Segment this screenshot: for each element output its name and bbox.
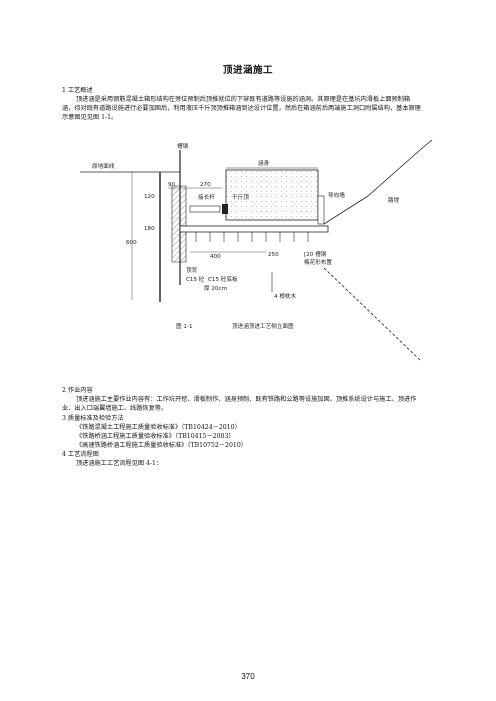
label-jack: 千斤顶 (232, 193, 249, 201)
section-4-paragraph: 顶进涵施工工艺流程见图 4-1： (76, 460, 163, 467)
road-embankment (323, 139, 433, 225)
section-2-heading: 2 作业内容 (62, 387, 93, 394)
back-thrust-block (171, 185, 187, 263)
standard-item: 《高速铁路桥涵工程施工质量验收标准》（TB10752－2010） (76, 442, 247, 449)
label-guide-wall: 导向墙 (328, 191, 345, 199)
caption-number: 图 1-1 (176, 322, 193, 330)
standard-item: 《铁路桥涵工程施工质量验收标准》（TB10415－2003） (76, 433, 235, 440)
label-channel-steel: 槽钢 (177, 142, 189, 150)
slope-line (323, 267, 421, 361)
extension-rod (189, 205, 221, 213)
label-road-embankment: 路堤 (388, 196, 400, 204)
dim-600: 600 (126, 240, 137, 246)
section-4-heading: 4 工艺流程图 (62, 451, 99, 458)
label-back-thrust: 顶背 (186, 266, 198, 274)
guide-wall (317, 195, 325, 225)
section-1-heading: 1 工艺概述 (62, 87, 93, 94)
label-culvert-body: 涵身 (258, 159, 270, 167)
dim-400: 400 (210, 254, 221, 260)
dim-180: 180 (144, 226, 155, 232)
label-extension-rod: 接长杆 (198, 193, 215, 201)
culvert-body (225, 169, 319, 221)
jack (222, 204, 228, 214)
sliding-slab (179, 225, 329, 233)
page-title: 顶进涵施工 (222, 65, 273, 76)
page-number: 370 (241, 672, 255, 681)
channel-pegs (195, 232, 309, 242)
dim-90: 90 (168, 182, 176, 188)
dim-120: 120 (144, 194, 155, 200)
label-timber: 4 根枕木 (274, 292, 297, 300)
section-3-heading: 3 质量标准及检验方法 (62, 415, 124, 422)
section-2-paragraph: 顶进涵施工主要作业内容有：工作坑开挖、滑板制作、涵身预制、既有铁路和公路等设施加… (62, 396, 417, 413)
standard-item: 《铁路混凝土工程施工质量验收标准》（TB10424－2010） (76, 424, 241, 431)
dim-250: 250 (268, 252, 279, 258)
label-c15-wall: C15 砼 (186, 275, 205, 283)
dim-270: 270 (200, 182, 211, 188)
label-original-ground: 原地面线 (92, 162, 115, 170)
caption-text: 顶进涵顶进工艺侧立面图 (232, 322, 294, 330)
section-1-paragraph: 顶进涵是采用钢筋混凝土箱形结构在旁位预制后顶推就位的下穿既有道路等设施的涵洞。其… (62, 96, 421, 122)
label-thickness: 厚 20cm (204, 285, 227, 292)
label-plum-layout: 梅花形布置 (304, 258, 332, 266)
label-i20-channel: [20 槽钢 (304, 250, 327, 258)
label-c15-slab: C15 砼底板 (208, 275, 238, 283)
